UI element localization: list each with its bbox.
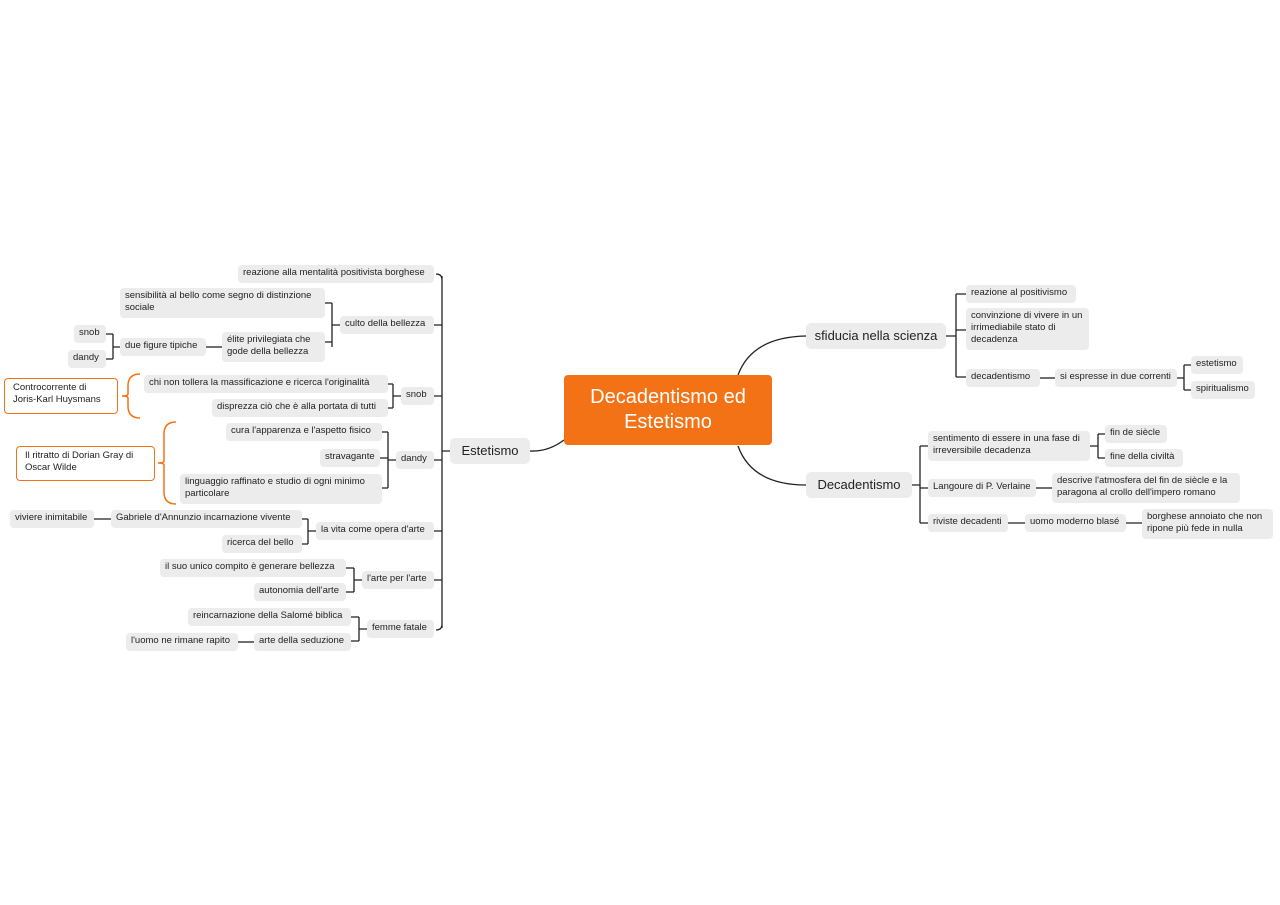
topic-riviste-decadenti[interactable]: riviste decadenti [928, 514, 1008, 532]
topic-convinzione-decadenza[interactable]: convinzione di vivere in un irrimediabil… [966, 308, 1089, 350]
topic-autonomia-arte[interactable]: autonomia dell'arte [254, 583, 346, 601]
callout-huysmans[interactable]: Controcorrente di Joris-Karl Huysmans [4, 378, 118, 414]
topic-stravagante[interactable]: stravagante [320, 449, 380, 467]
topic-culto-bellezza[interactable]: culto della bellezza [340, 316, 434, 334]
topic-snob-figure[interactable]: snob [74, 325, 106, 343]
topic-dannunzio[interactable]: Gabriele d'Annunzio incarnazione vivente [111, 510, 302, 528]
topic-uomo-rapito[interactable]: l'uomo ne rimane rapito [126, 633, 238, 651]
topic-descrive-atmosfera[interactable]: descrive l'atmosfera del fin de siècle e… [1052, 473, 1240, 503]
topic-reazione-positivismo[interactable]: reazione al positivismo [966, 285, 1076, 303]
topic-verlaine[interactable]: Langoure di P. Verlaine [928, 479, 1036, 497]
topic-borghese-annoiato[interactable]: borghese annoiato che non ripone più fed… [1142, 509, 1273, 539]
topic-unico-compito[interactable]: il suo unico compito è generare bellezza [160, 559, 346, 577]
connector-root-decadentismo [737, 445, 807, 486]
topic-ricerca-bello[interactable]: ricerca del bello [222, 535, 302, 553]
topic-spiritualismo[interactable]: spiritualismo [1191, 381, 1255, 399]
topic-femme-fatale[interactable]: femme fatale [367, 620, 434, 638]
topic-fin-de-siecle[interactable]: fin de siècle [1105, 425, 1167, 443]
topic-snob[interactable]: snob [401, 387, 434, 405]
connector-root-estetismo [529, 439, 565, 452]
topic-estetismo-corrente[interactable]: estetismo [1191, 356, 1243, 374]
topic-due-correnti[interactable]: si espresse in due correnti [1055, 369, 1177, 387]
topic-due-figure[interactable]: due figure tipiche [120, 338, 206, 356]
topic-viviere-inimitabile[interactable]: viviere inimitabile [10, 510, 94, 528]
topic-decadentismo-sub[interactable]: decadentismo [966, 369, 1040, 387]
connector-root-sfiducia [737, 335, 807, 376]
bracket-dandy-callout [157, 421, 177, 505]
topic-fine-civilta[interactable]: fine della civiltà [1105, 449, 1183, 467]
branch-sfiducia-scienza[interactable]: sfiducia nella scienza [806, 323, 946, 349]
topic-dandy-figure[interactable]: dandy [68, 350, 106, 368]
topic-sentimento-decadenza[interactable]: sentimento di essere in una fase di irre… [928, 431, 1090, 461]
topic-uomo-blase[interactable]: uomo moderno blasé [1025, 514, 1126, 532]
topic-massificazione[interactable]: chi non tollera la massificazione e rice… [144, 375, 388, 393]
topic-linguaggio-raffinato[interactable]: linguaggio raffinato e studio di ogni mi… [180, 474, 382, 504]
callout-dorian-gray[interactable]: Il ritratto di Dorian Gray di Oscar Wild… [16, 446, 155, 481]
central-topic[interactable]: Decadentismo ed Estetismo [564, 375, 772, 445]
branch-estetismo[interactable]: Estetismo [450, 438, 530, 464]
topic-arte-seduzione[interactable]: arte della seduzione [254, 633, 351, 651]
topic-vita-opera-arte[interactable]: la vita come opera d'arte [316, 522, 434, 540]
topic-arte-per-arte[interactable]: l'arte per l'arte [362, 571, 434, 589]
branch-decadentismo[interactable]: Decadentismo [806, 472, 912, 498]
topic-dandy[interactable]: dandy [396, 451, 434, 469]
topic-elite-privilegiata[interactable]: élite privilegiata che gode della bellez… [222, 332, 325, 362]
connector-estetismo-spine [435, 273, 450, 631]
topic-disprezza[interactable]: disprezza ciò che è alla portata di tutt… [212, 399, 388, 417]
topic-salome[interactable]: reincarnazione della Salomé biblica [188, 608, 351, 626]
topic-reazione-positivista[interactable]: reazione alla mentalità positivista borg… [238, 265, 434, 283]
bracket-snob-callout [121, 373, 141, 419]
topic-sensibilita-bello[interactable]: sensibilità al bello come segno di disti… [120, 288, 325, 318]
topic-cura-apparenza[interactable]: cura l'apparenza e l'aspetto fisico [226, 423, 382, 441]
